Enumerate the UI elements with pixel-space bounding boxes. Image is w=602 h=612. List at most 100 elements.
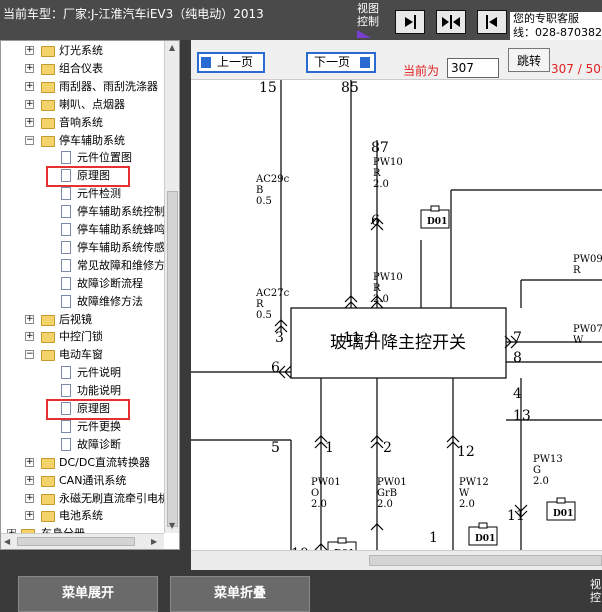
tree-horizontal-scrollbar[interactable]: ◀ ▶ (1, 533, 164, 549)
nav-prev-button[interactable] (477, 10, 507, 34)
diagram-horizontal-scroll-thumb[interactable] (369, 555, 602, 566)
scroll-right-icon[interactable]: ▶ (151, 537, 158, 546)
expand-icon[interactable]: + (25, 510, 34, 521)
tree-leaf[interactable]: 故障维修方法 (1, 293, 164, 311)
tree-node-label: 常见故障和维修方 (77, 258, 165, 272)
tree-node-label: DC/DC直流转换器 (59, 455, 151, 469)
tree-leaf[interactable]: 原理图 (1, 167, 164, 185)
next-page-button[interactable]: 下一页 (306, 52, 376, 73)
tree-vertical-scrollbar[interactable]: ▲ ▼ (164, 41, 179, 533)
folder-icon (41, 117, 55, 129)
svg-text:6: 6 (271, 360, 280, 376)
tree-horizontal-scroll-thumb[interactable] (17, 537, 135, 546)
collapse-icon[interactable]: − (25, 134, 34, 145)
tree-node-label: 停车辅助系统控制 (77, 205, 165, 219)
expand-icon[interactable]: + (25, 331, 34, 342)
jump-button[interactable]: 跳转 (508, 48, 550, 72)
customer-service-info: 您的专职客服 线：028-870382 (510, 12, 602, 40)
svg-text:5: 5 (271, 440, 280, 456)
svg-text:85: 85 (341, 80, 359, 96)
tree-folder[interactable]: + 音响系统 (1, 114, 164, 132)
tree-leaf[interactable]: 停车辅助系统控制 (1, 203, 165, 221)
tree-folder[interactable]: + DC/DC直流转换器 (1, 454, 164, 472)
main-switch-box (290, 307, 507, 379)
tree-leaf[interactable]: 功能说明 (1, 382, 164, 400)
page-number-input[interactable] (447, 58, 499, 78)
expand-menu-button[interactable]: 菜单展开 (18, 576, 158, 612)
tree-node-label: 停车辅助系统蜂鸣 (77, 223, 165, 236)
svg-text:D01: D01 (475, 534, 495, 544)
tree-node-label: 音响系统 (59, 115, 103, 129)
svg-text:PW01: PW01 (377, 477, 407, 488)
tree-leaf[interactable]: 常见故障和维修方 (1, 257, 165, 275)
connector-d01-icon: D01 (327, 537, 357, 550)
expand-icon[interactable]: + (25, 313, 34, 324)
folder-icon (41, 493, 55, 505)
svg-text:R: R (373, 283, 381, 294)
scroll-down-icon[interactable]: ▼ (169, 521, 176, 530)
bottom-bar: 菜单展开 菜单折叠 视 控 (0, 570, 602, 612)
tree-leaf[interactable]: 故障诊断 (1, 436, 164, 454)
tree-leaf[interactable]: 元件说明 (1, 364, 164, 382)
tree-leaf[interactable]: 元件位置图 (1, 149, 164, 167)
tree-folder[interactable]: +灯光系统 (1, 42, 164, 60)
svg-text:0.5: 0.5 (256, 196, 272, 207)
tree-vertical-scroll-thumb[interactable] (167, 191, 178, 527)
scroll-up-icon[interactable]: ▲ (169, 43, 176, 52)
diagram-panel: 上一页 下一页 当前为 跳转 307 / 509 (191, 40, 602, 570)
expand-icon[interactable]: + (25, 456, 34, 467)
view-control-label-bottom[interactable]: 视 控 (590, 578, 601, 604)
scroll-left-icon[interactable]: ◀ (4, 537, 11, 546)
svg-text:W: W (573, 335, 584, 346)
expand-icon[interactable]: + (25, 45, 34, 55)
expand-icon[interactable]: + (25, 474, 34, 485)
tree-leaf[interactable]: 停车辅助系统蜂鸣 (1, 221, 165, 239)
tree-folder[interactable]: +喇叭、点烟器 (1, 96, 164, 114)
tree-node-label: 永磁无刷直流牵引电机 (59, 491, 169, 505)
tree-folder[interactable]: +电池系统 (1, 507, 164, 525)
tree-leaf[interactable]: 故障诊断流程 (1, 275, 164, 293)
svg-text:PW13: PW13 (533, 454, 563, 465)
svg-text:R: R (573, 265, 581, 276)
tree-leaf[interactable]: 元件更换 (1, 418, 164, 436)
document-icon (61, 258, 71, 272)
document-icon (61, 205, 71, 219)
collapse-icon[interactable]: − (25, 349, 34, 360)
tree-folder[interactable]: + 永磁无刷直流牵引电机 (1, 490, 169, 508)
view-control-label[interactable]: 视图 控制 (357, 2, 379, 38)
tree-folder[interactable]: −电动车窗 (1, 346, 164, 364)
tree-node-label: 元件位置图 (77, 151, 132, 165)
tree-node-label: CAN通讯系统 (59, 473, 127, 487)
expand-icon[interactable]: + (25, 62, 34, 73)
tree-folder[interactable]: +组合仪表 (1, 60, 164, 78)
tree-folder[interactable]: −停车辅助系统 (1, 132, 164, 150)
collapse-menu-button[interactable]: 菜单折叠 (170, 576, 310, 612)
tree-leaf[interactable]: 元件检测 (1, 185, 164, 203)
svg-text:11: 11 (343, 330, 361, 346)
svg-text:PW12: PW12 (459, 477, 489, 488)
diagram-horizontal-scrollbar[interactable] (191, 550, 602, 570)
expand-icon[interactable]: + (25, 80, 34, 91)
tree-folder[interactable]: +后视镜 (1, 311, 164, 329)
prev-page-button[interactable]: 上一页 (197, 52, 265, 73)
document-icon (61, 294, 71, 308)
arrow-left-icon (201, 57, 211, 68)
tree-node-label: 原理图 (77, 169, 110, 183)
svg-text:AC29c: AC29c (255, 174, 290, 185)
expand-icon[interactable]: + (25, 492, 34, 503)
expand-icon[interactable]: + (25, 98, 34, 109)
tree-folder[interactable]: +中控门锁 (1, 328, 164, 346)
tree-leaf[interactable]: 停车辅助系统传感 (1, 239, 165, 257)
folder-icon (41, 350, 55, 362)
expand-icon[interactable]: + (25, 116, 34, 127)
nav-first-button[interactable] (395, 10, 425, 34)
tree-node-label: 元件说明 (77, 366, 121, 380)
nav-fit-button[interactable] (436, 10, 466, 34)
highlight-box (46, 166, 130, 188)
svg-text:7: 7 (513, 330, 522, 346)
tree-leaf[interactable]: 原理图 (1, 400, 164, 418)
svg-text:W: W (459, 488, 470, 499)
tree-folder[interactable]: + CAN通讯系统 (1, 472, 164, 490)
tree-folder[interactable]: +雨刮器、雨刮洗涤器 (1, 78, 164, 96)
